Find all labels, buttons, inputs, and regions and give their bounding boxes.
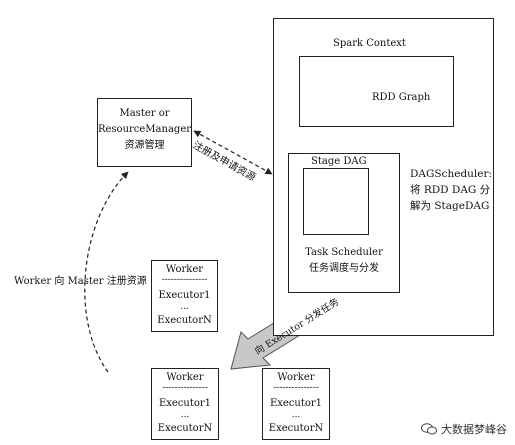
rdd-graph-label: RDD Graph: [372, 92, 431, 103]
master-box: [97, 98, 192, 167]
worker-to-master-arrow: [84, 171, 129, 373]
worker-title: Worker: [165, 264, 204, 275]
worker-title: Worker: [166, 372, 204, 383]
stage-dag-inner-box: [303, 168, 369, 235]
worker-dots: ...: [180, 302, 189, 312]
watermark-text: 大数据梦峰谷: [441, 423, 507, 436]
master-spark-register-arrow: [193, 130, 273, 175]
worker-dots: ...: [180, 410, 190, 420]
worker-register-label: Worker 向 Master 注册资源: [14, 276, 147, 287]
task-scheduler-subtitle: 任务调度与分发: [309, 263, 379, 274]
worker-box-top: Worker --------------- Executor1 ... Exe…: [151, 260, 218, 332]
stage-dag-title: Stage DAG: [311, 156, 367, 167]
worker-title: Worker: [277, 372, 315, 383]
worker-dots: ...: [291, 410, 301, 420]
dagscheduler-line3: 解为 StageDAG: [410, 200, 490, 212]
master-line2: ResourceManager: [97, 124, 192, 135]
wechat-icon: [421, 423, 437, 435]
dagscheduler-line2: 将 RDD DAG 分: [410, 184, 491, 196]
worker-executor1: Executor1: [269, 398, 323, 409]
worker-separator: ---------------: [273, 383, 319, 393]
master-line3: 资源管理: [124, 140, 165, 151]
dagscheduler-line1: DAGScheduler:: [410, 168, 493, 180]
worker-executorN: ExecutorN: [157, 315, 212, 326]
rdd-graph-box: [299, 56, 454, 127]
worker-executorN: ExecutorN: [268, 423, 324, 434]
worker-executor1: Executor1: [158, 290, 211, 301]
worker-executor1: Executor1: [158, 398, 212, 409]
worker-separator: ---------------: [161, 275, 208, 285]
master-line1: Master or: [119, 108, 170, 119]
worker-executorN: ExecutorN: [157, 423, 213, 434]
worker-box-bottom-left: Worker --------------- Executor1 ... Exe…: [151, 368, 219, 440]
spark-context-title: Spark Context: [333, 38, 406, 49]
worker-box-bottom-right: Worker --------------- Executor1 ... Exe…: [262, 368, 330, 440]
task-scheduler-title: Task Scheduler: [305, 247, 383, 258]
watermark: 大数据梦峰谷: [421, 421, 507, 437]
worker-separator: ---------------: [162, 383, 208, 393]
